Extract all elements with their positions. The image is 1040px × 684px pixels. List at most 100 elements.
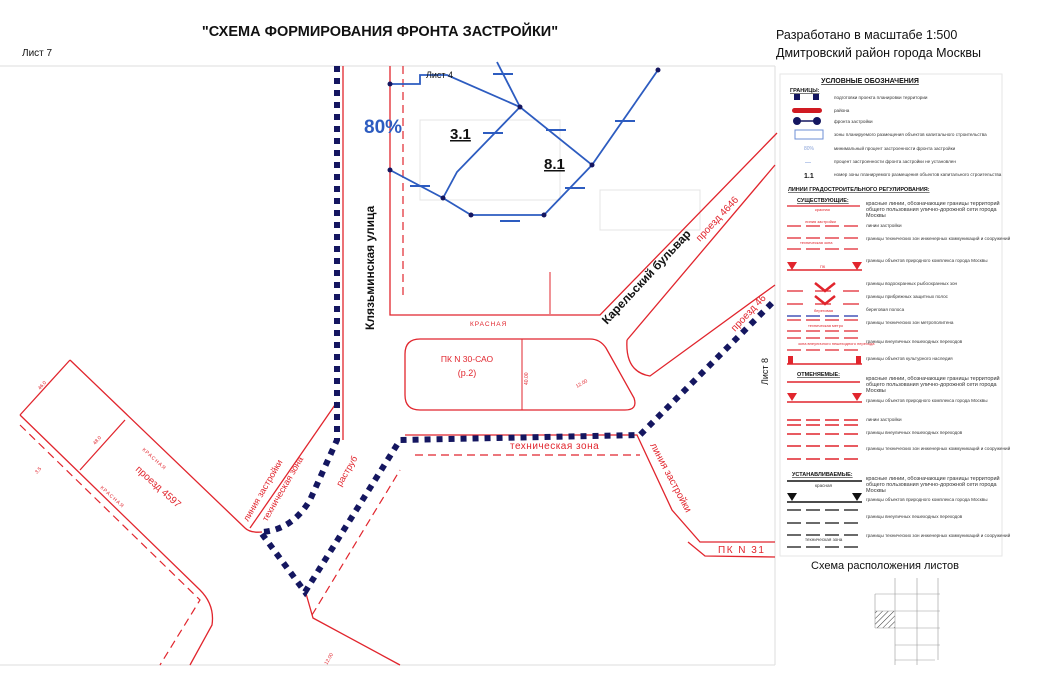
dimension-label: 3.5 — [34, 466, 43, 475]
front-node — [468, 212, 474, 218]
red-line-label: КРАСНАЯ — [470, 321, 507, 328]
legend-item: границы объектов природного комплекса го… — [866, 497, 988, 502]
dimension-label: 12.00 — [324, 652, 336, 666]
sample-label: зона внеуличного пешеходного перехода — [798, 341, 875, 346]
sample-label: техническая зона — [805, 537, 843, 542]
front-percent-label: 80% — [364, 117, 402, 138]
front-line-north — [390, 69, 659, 167]
legend: УСЛОВНЫЕ ОБОЗНАЧЕНИЯ ГРАНИЦЫ: подготовки… — [779, 73, 1011, 557]
legend-item: границы технических зон метрополитена — [866, 320, 954, 325]
dash-sample: — — [805, 160, 811, 166]
legend-existing-header: СУЩЕСТВУЮЩИЕ: — [797, 198, 849, 204]
zone-number-sample: 1.1 — [804, 173, 814, 180]
sheet-layout-title: Схема расположения листов — [811, 560, 959, 572]
front-node — [589, 162, 595, 168]
street-label-proezd-4597: проезд 4597 — [133, 464, 183, 511]
front-node — [387, 167, 393, 173]
red-line-proezd-4646 — [626, 164, 776, 341]
legend-box — [779, 73, 1003, 557]
red-line-proezd-46 — [626, 284, 776, 377]
front-node — [541, 212, 547, 218]
dimension-line-46 — [19, 359, 71, 416]
sheet-grid — [874, 578, 940, 665]
build-line-rastrub — [311, 469, 401, 616]
boundary-sample-icon — [813, 94, 819, 100]
front-line-3-1 — [442, 106, 521, 199]
legend-item: береговая полоса — [866, 307, 905, 312]
district-note: Дмитровский район города Москвы — [776, 46, 981, 60]
dimension-label: 48.0 — [92, 435, 103, 446]
dimension-line-48 — [79, 419, 126, 471]
legend-item: района — [834, 107, 850, 113]
legend-item: границы объектов культурного наследия — [866, 356, 953, 361]
red-line-label-southwest: КРАСНАЯ — [99, 485, 126, 510]
current-sheet-cell — [875, 611, 895, 628]
front-sample-node — [813, 117, 821, 125]
red-line-pk31 — [687, 541, 776, 558]
legend-title: УСЛОВНЫЕ ОБОЗНАЧЕНИЯ — [821, 78, 919, 85]
legend-item: красные линии, обозначающие границы терр… — [866, 201, 1000, 219]
established-samples: красная техническая зона — [787, 480, 862, 548]
sample-label: береговая — [814, 308, 833, 313]
cancelled-samples — [787, 381, 862, 460]
pk31-label: ПК N 31 — [718, 545, 765, 556]
sheet-4-label: Лист 4 — [426, 70, 453, 80]
legend-item-wrap: красные линии, обозначающие границы терр… — [866, 476, 1000, 494]
red-line-klyazma-karelsky — [389, 66, 778, 316]
sample-label: ПК — [820, 264, 826, 269]
legend-item: границы водоохранных рыбоохранных зон — [866, 281, 958, 286]
sample-label: красная — [815, 207, 830, 212]
red-line-proezd-4597-north — [69, 359, 263, 533]
legend-item: границы технических зон инженерных комму… — [866, 235, 1011, 241]
map: Лист 4 80% 3.1 8.1 Клязьминская улица Ка… — [0, 61, 778, 666]
front-node — [440, 195, 446, 201]
legend-item: границы объектов природного комплекса го… — [866, 258, 988, 263]
scale-note: Разработано в масштабе 1:500 — [776, 28, 957, 42]
legend-item: границы внеуличных пешеходных переходов — [866, 514, 963, 519]
front-node — [517, 104, 523, 110]
build-line-west — [249, 401, 338, 529]
pk30-sublabel: (р.2) — [458, 368, 477, 378]
sheet-number: Лист 7 — [22, 48, 53, 59]
sample-label: линия застройки — [805, 219, 836, 224]
front-node — [387, 81, 393, 87]
zone-label-8-1: 8.1 — [544, 156, 565, 173]
sample-label: техническая зона — [800, 240, 833, 245]
planning-boundary-west — [261, 66, 340, 535]
legend-item: границы прибрежных защитных полос — [866, 294, 949, 299]
zone-sample-icon — [794, 129, 824, 140]
legend-item: границы внеуличных пешеходных переходов — [866, 339, 963, 344]
sheet-8-label: Лист 8 — [760, 358, 770, 385]
building-outlines — [419, 119, 701, 231]
legend-item: фронта застройки — [834, 118, 873, 124]
dimension-label: 12.00 — [575, 378, 589, 390]
legend-item: красные линии, обозначающие границы терр… — [866, 476, 1000, 494]
tech-zone-label: техническая зона — [510, 441, 599, 452]
zone-label-3-1: 3.1 — [450, 126, 471, 143]
dimension-label: 40.00 — [524, 372, 530, 385]
pk30-label: ПК N 30-САО — [441, 354, 494, 364]
legend-borders-header: ГРАНИЦЫ: — [790, 88, 820, 94]
planning-boundary-south — [259, 297, 778, 598]
sheet-title: "СХЕМА ФОРМИРОВАНИЯ ФРОНТА ЗАСТРОЙКИ" — [202, 22, 558, 40]
pk30-block — [404, 338, 636, 411]
legend-item-wrap: красные линии, обозначающие границы терр… — [866, 201, 1000, 219]
legend-item: границы объектов природного комплекса го… — [866, 398, 988, 403]
percent-sample: 80% — [804, 146, 815, 152]
legend-item: линии застройки — [866, 416, 902, 422]
build-line-label-east: линия застройки — [647, 441, 693, 514]
red-line-southwest — [304, 589, 401, 666]
legend-cancelled-header: ОТМЕНЯЕМЫЕ: — [797, 372, 840, 378]
legend-item: подготовки проекта планировки территории — [834, 95, 928, 100]
sheet-layout-scheme: Схема расположения листов — [811, 560, 959, 665]
front-sample-node — [793, 117, 801, 125]
rastrub-label: раструб — [334, 454, 359, 488]
sample-label: техническая метро — [808, 323, 844, 328]
front-node — [655, 67, 661, 73]
legend-item-wrap: красные линии, обозначающие границы терр… — [866, 376, 1000, 394]
legend-item: границы внеуличных пешеходных переходов — [866, 430, 963, 435]
legend-item: границы технических зон инженерных комму… — [866, 445, 1011, 451]
legend-item: зоны планируемого размещения объектов ка… — [834, 132, 987, 137]
legend-item: номер зоны планируемого размещения объек… — [834, 172, 1002, 177]
